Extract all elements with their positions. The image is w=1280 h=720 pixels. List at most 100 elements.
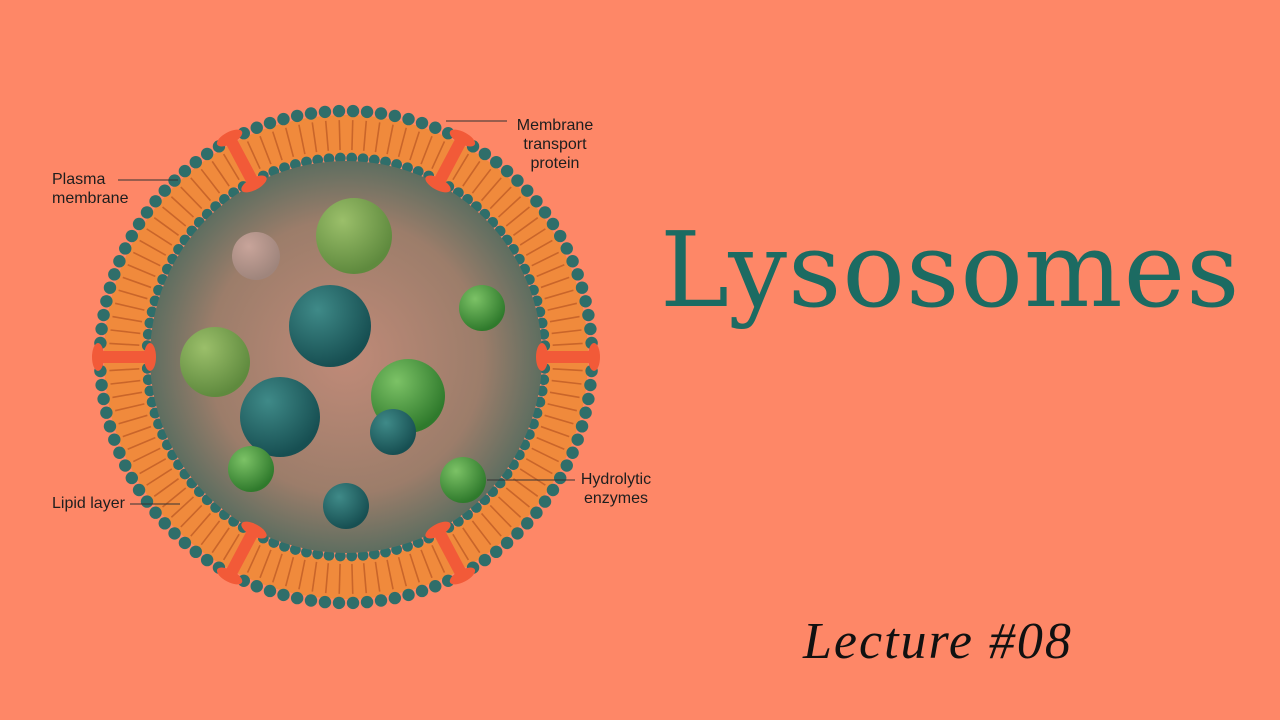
lipid-tail — [505, 206, 530, 227]
lipid-tail — [112, 315, 143, 323]
label-line: transport — [523, 136, 587, 153]
phospholipid-head — [575, 281, 589, 294]
enzyme-green — [228, 446, 274, 492]
phospholipid-head — [332, 104, 346, 118]
lipid-tail — [431, 141, 446, 170]
label-leader-lines — [118, 120, 575, 505]
phospholipid-head — [168, 527, 181, 540]
lipid-tail — [551, 329, 582, 335]
phospholipid-head — [538, 206, 552, 219]
phospholipid-head — [566, 255, 579, 268]
lipid-tail — [259, 135, 272, 165]
lipid-tail — [471, 168, 492, 194]
lipid-tail — [547, 302, 578, 311]
phospholipid-head — [108, 433, 121, 446]
phospholipid-head — [323, 549, 335, 561]
lipid-tail — [127, 436, 156, 450]
phospholipid-head — [304, 107, 318, 120]
lipid-tail — [431, 544, 446, 573]
phospholipid-head — [511, 174, 524, 187]
hydrolytic-enzymes-label: Hydrolytic enzymes — [566, 470, 666, 508]
phospholipid-head — [584, 378, 597, 392]
lipid-tail — [351, 563, 354, 594]
phospholipid-head — [125, 229, 138, 243]
lipid-tail — [362, 563, 368, 594]
phospholipid-head — [108, 268, 121, 281]
lipid-tail — [552, 342, 583, 346]
lipid-tail — [397, 556, 408, 587]
phospholipid-head — [334, 152, 346, 164]
phospholipid-head — [318, 105, 332, 119]
lipid-tail — [362, 120, 368, 151]
phospholipid-head — [113, 255, 126, 268]
phospholipid-head — [178, 164, 192, 178]
label-line: protein — [530, 155, 580, 172]
enzyme-teal — [323, 483, 369, 529]
phospholipid-head — [334, 550, 346, 562]
lipid-tail — [549, 391, 580, 399]
membrane-transport-protein-label: Membrane transport protein — [500, 116, 610, 173]
hydrolytic-enzymes-group — [180, 198, 505, 529]
lipid-tail — [122, 425, 152, 438]
phospholipid-head — [149, 506, 162, 519]
phospholipid-head — [538, 374, 550, 386]
lipid-tail — [284, 556, 295, 587]
phospholipid-head — [582, 308, 595, 322]
phospholipid-head — [374, 594, 388, 607]
lipid-tail — [211, 160, 230, 187]
lipid-tail — [170, 196, 195, 218]
lipid-tail — [114, 302, 145, 311]
transport-protein — [536, 343, 600, 371]
lipid-tail — [489, 186, 512, 210]
phospholipid-head — [538, 328, 550, 340]
phospholipid-head — [346, 152, 358, 164]
label-line: Plasma — [52, 171, 106, 188]
phospholipid-head — [521, 517, 534, 530]
lipid-tail — [525, 458, 553, 475]
phospholipid-head — [103, 420, 117, 433]
enzyme-teal — [240, 377, 320, 457]
lipid-tail — [420, 135, 433, 165]
lipid-tail — [397, 127, 408, 158]
lipid-tail — [284, 127, 295, 158]
lipid-tail — [480, 177, 502, 202]
lipid-tail — [544, 289, 574, 300]
lipid-tail — [512, 478, 539, 497]
phospholipid-head — [575, 420, 589, 433]
lipid-tail — [162, 206, 187, 227]
phospholipid-head — [250, 121, 263, 134]
phospholipid-head — [142, 328, 154, 340]
phospholipid-head — [402, 112, 415, 126]
lipid-tail — [551, 379, 582, 385]
lipid-tail — [200, 168, 221, 194]
phospholipid-head — [140, 206, 154, 219]
lipid-tail — [109, 368, 140, 372]
lipid-tail — [132, 251, 161, 267]
phospholipid-head — [530, 506, 543, 519]
phospholipid-head — [500, 164, 514, 178]
transport-protein — [92, 343, 156, 371]
enzyme-teal — [289, 285, 371, 367]
lipid-tail — [139, 239, 167, 256]
phospholipid-head — [490, 155, 503, 169]
lipid-tail — [536, 436, 565, 450]
phospholipid-head — [500, 536, 514, 550]
phospholipid-head — [200, 147, 214, 161]
lipid-tail — [525, 239, 553, 256]
lipid-tail — [298, 559, 306, 590]
phospholipid-head — [263, 116, 277, 130]
lipid-tail — [374, 122, 381, 153]
lipid-tail — [112, 391, 143, 399]
phospholipid-head — [478, 553, 492, 567]
page-title: Lysosomes — [660, 209, 1241, 331]
lipid-tail — [132, 447, 161, 463]
label-line: enzymes — [583, 490, 649, 507]
phospholipid-head — [579, 295, 592, 308]
phospholipid-head — [318, 595, 332, 609]
lipid-tail — [246, 544, 261, 573]
lipid-tail — [200, 520, 221, 546]
transport-protein — [216, 521, 267, 585]
phospholipid-head — [95, 378, 108, 392]
lipid-tail — [170, 496, 195, 518]
phospholipid-head — [530, 195, 543, 208]
